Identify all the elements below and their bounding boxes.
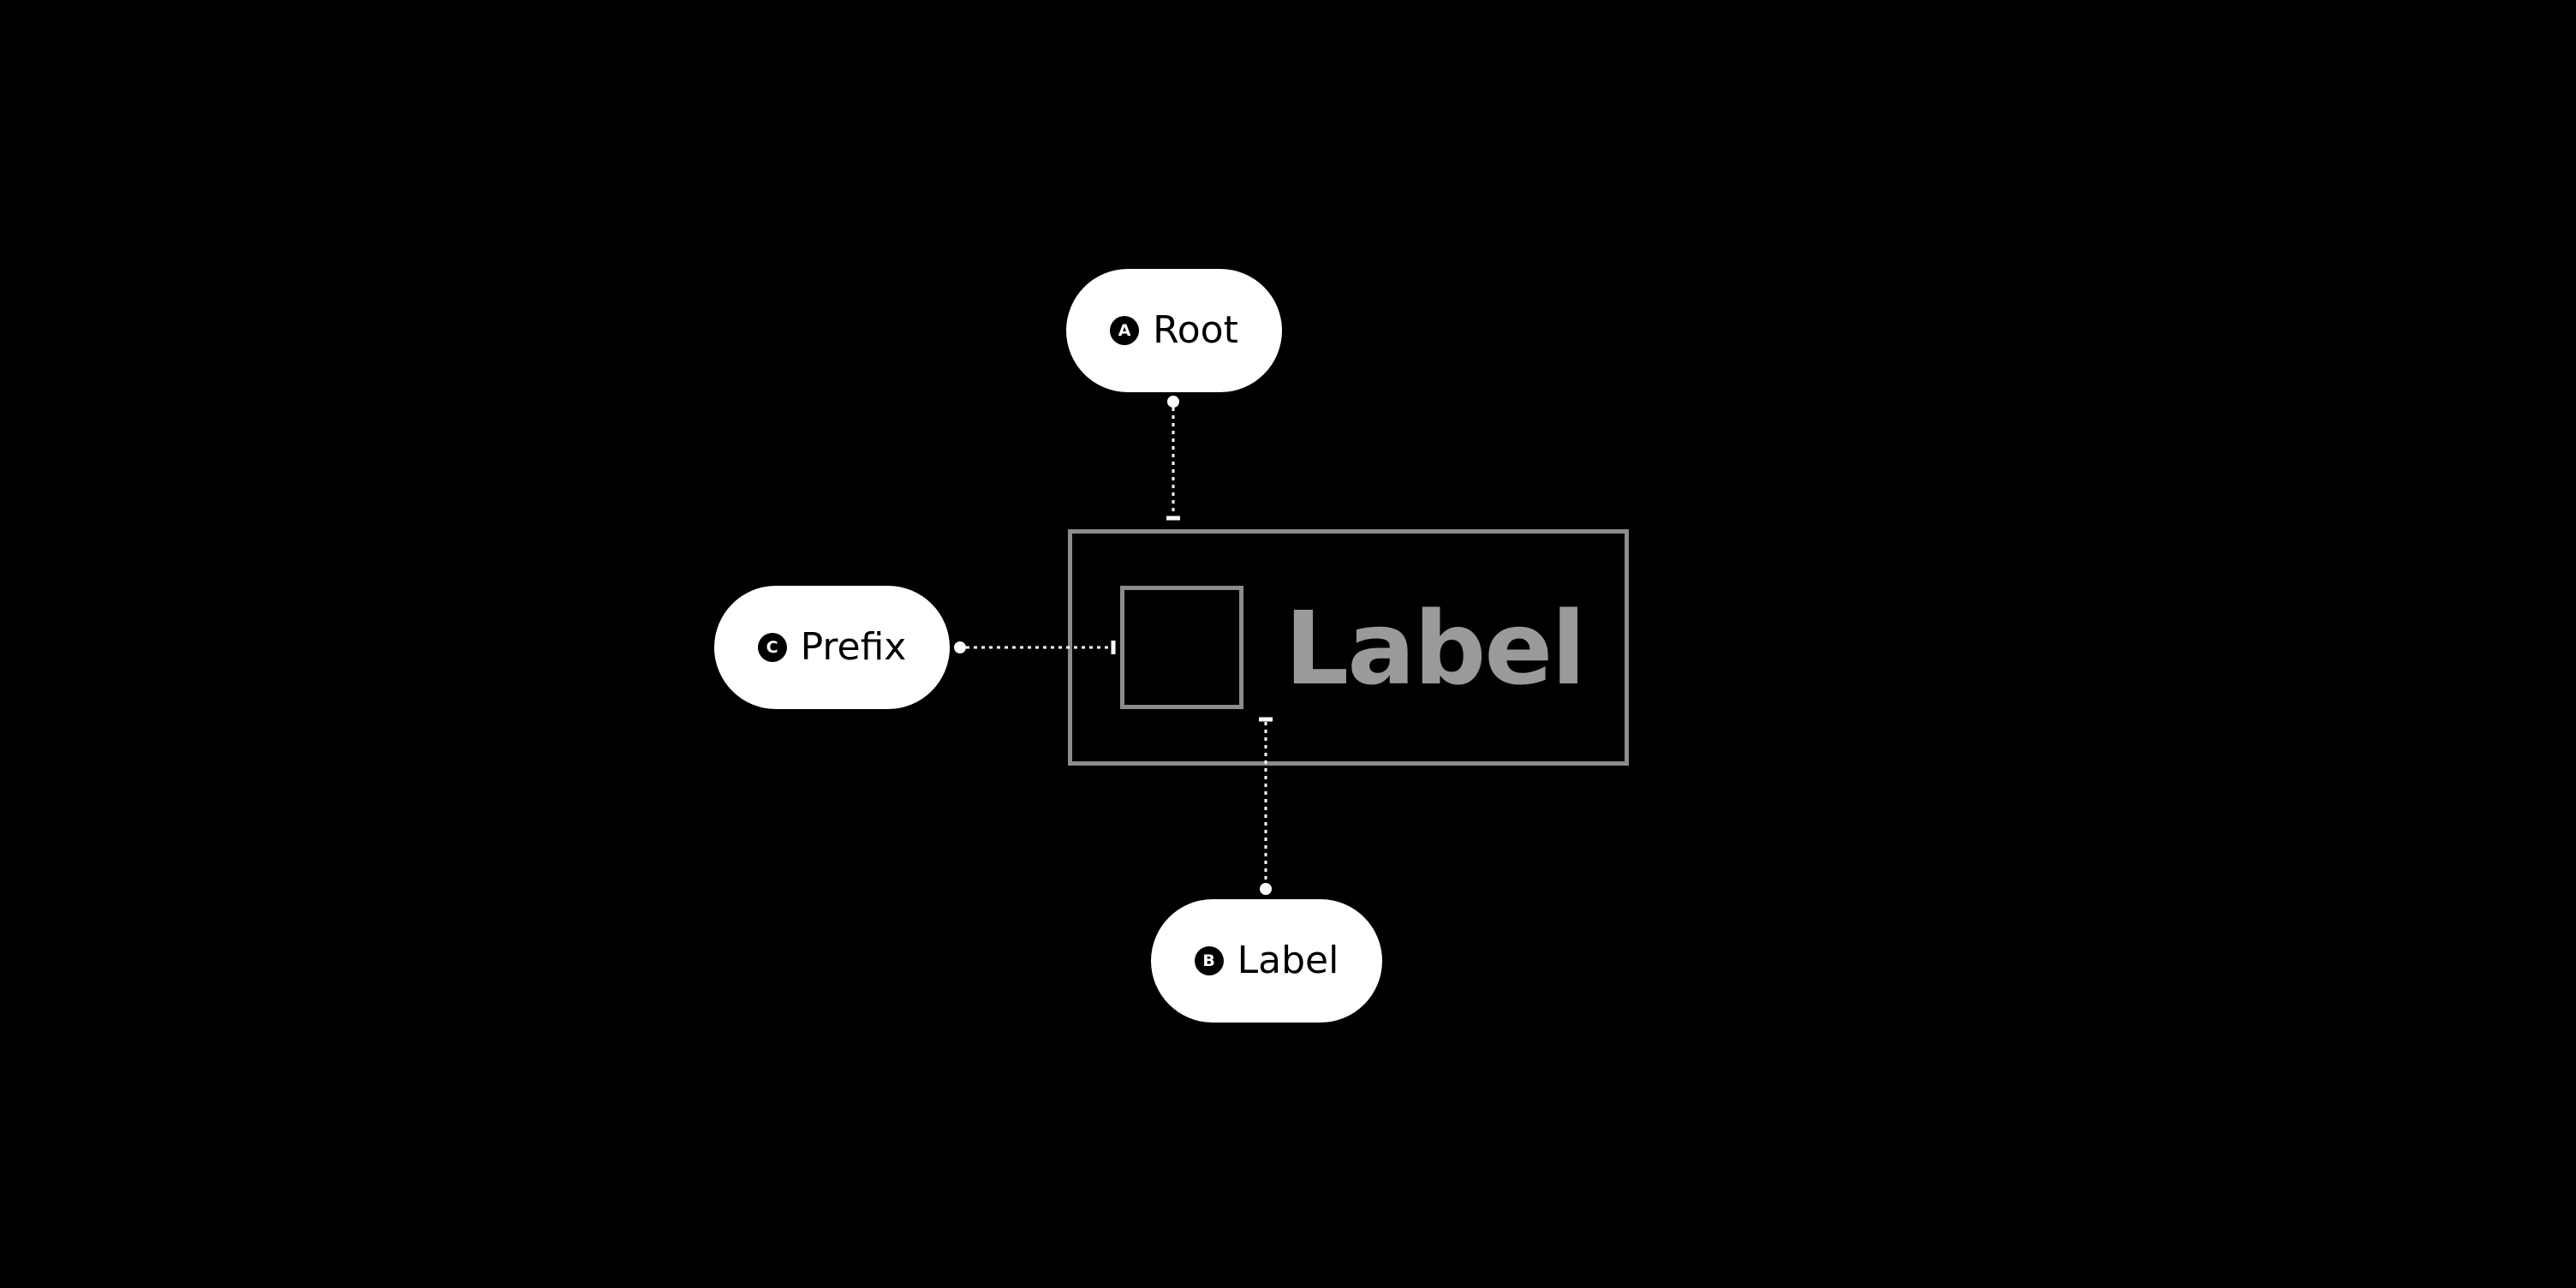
component-label-text: Label xyxy=(1285,589,1586,707)
callout-root: A Root xyxy=(1066,269,1282,392)
connector-root xyxy=(1166,396,1180,521)
marker-b-icon: B xyxy=(1194,946,1224,975)
callout-label: B Label xyxy=(1151,899,1382,1023)
component-root-outline xyxy=(1068,529,1629,766)
connector-label xyxy=(1259,717,1273,895)
callout-label-text: Label xyxy=(1237,939,1339,982)
callout-root-text: Root xyxy=(1153,308,1238,352)
connector-prefix xyxy=(954,641,1116,654)
component-prefix-box xyxy=(1120,586,1243,709)
marker-c-icon: C xyxy=(757,633,787,662)
callout-prefix-text: Prefix xyxy=(800,625,907,669)
callout-prefix: C Prefix xyxy=(714,586,950,709)
marker-a-icon: A xyxy=(1110,316,1140,345)
